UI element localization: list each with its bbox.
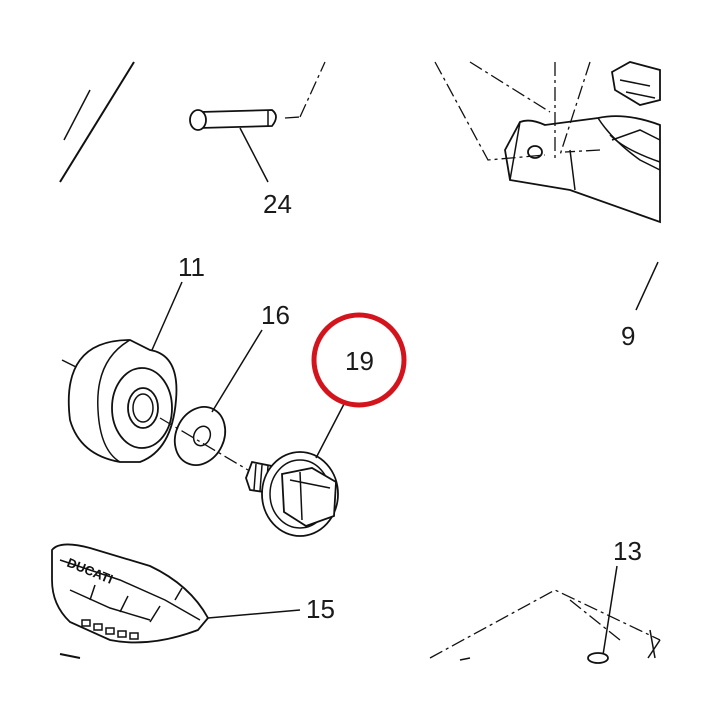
callout-9[interactable]: 9: [621, 321, 635, 351]
callout-24[interactable]: 24: [263, 189, 292, 219]
highlight-ring: [311, 312, 407, 408]
callout-13[interactable]: 13: [613, 536, 642, 566]
callout-16[interactable]: 16: [261, 300, 290, 330]
part-19-flange-bolt: [245, 403, 345, 537]
part-13-assembly: [429, 565, 661, 664]
footpeg-studs: [81, 619, 139, 640]
callout-15[interactable]: 15: [306, 594, 335, 624]
part-9-bracket: [434, 61, 661, 311]
frame-edge: [59, 61, 135, 183]
part-16-washer: [173, 329, 263, 466]
lower-frame-edge: [59, 653, 81, 659]
part-24-pin: [189, 61, 326, 183]
callout-11[interactable]: 11: [178, 252, 205, 282]
part-15-footpeg: DUCATI: [51, 543, 301, 644]
part-11-roller: [61, 281, 183, 463]
assembly-axis: [159, 417, 249, 471]
callout-19[interactable]: 19: [345, 346, 374, 376]
